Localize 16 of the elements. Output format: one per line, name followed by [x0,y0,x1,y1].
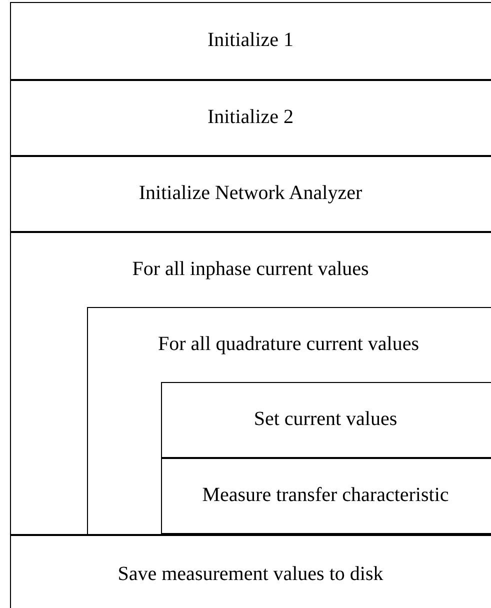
statement-text: Initialize Network Analyzer [138,181,364,205]
statement-text: Measure transfer characteristic [201,483,450,507]
statement-block [10,535,491,608]
loop-condition: For all inphase current values [131,257,370,281]
statement-text: Initialize 1 [206,28,295,52]
statement-text: Save measurement values to disk [116,562,384,586]
statement-text: Initialize 2 [206,105,295,129]
statement-block [10,80,491,156]
statement-block [10,156,491,232]
statement-block [161,382,491,458]
statement-text: Set current values [252,407,398,431]
statement-block [161,458,491,534]
statement-block [10,2,491,80]
loop-block [86,306,491,534]
loop-block [10,232,491,535]
loop-condition: For all quadrature current values [156,332,420,356]
